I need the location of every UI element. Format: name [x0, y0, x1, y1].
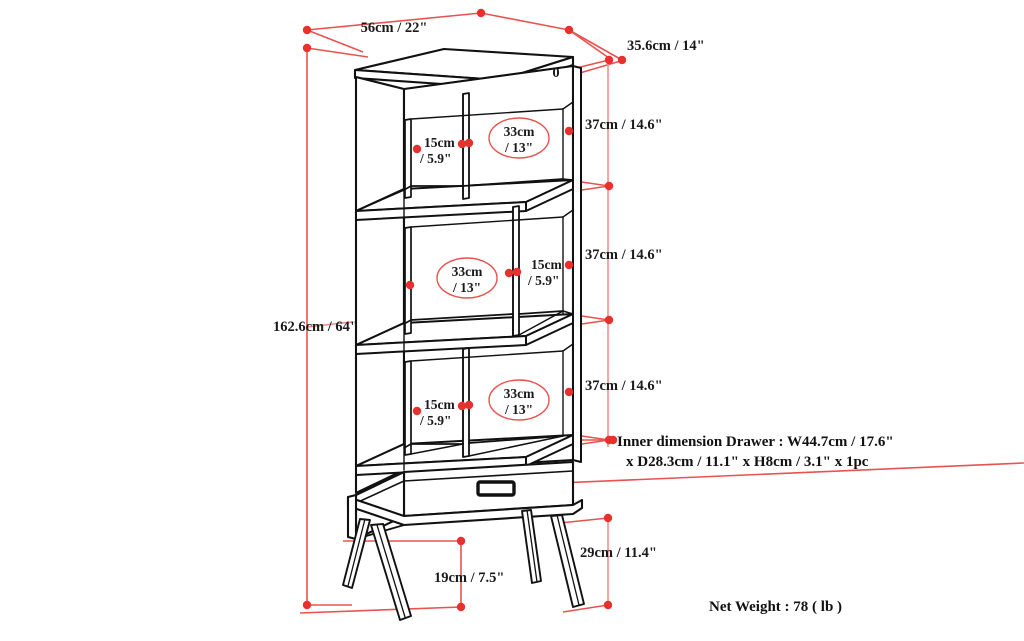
callout-ellipse-top-33	[488, 117, 550, 159]
dot-depth-apex	[564, 25, 574, 35]
dot-height-bottom	[302, 600, 312, 610]
legs	[342, 509, 585, 621]
label-top-narrow-l1: 15cm	[424, 135, 455, 150]
label-bot-narrow-l1: 15cm	[424, 397, 455, 412]
label-bot-narrow-l2: / 5.9"	[419, 413, 452, 428]
left-side-panel	[354, 75, 406, 495]
label-bot-wide-l2: / 13"	[504, 402, 533, 417]
dot-top-15-right	[457, 139, 467, 149]
cam-lock-marker: 0	[552, 65, 559, 81]
label-mid-narrow-l1: 15cm	[531, 257, 562, 272]
note-drawer-line1: Inner dimension Drawer : W44.7cm / 17.6"	[617, 434, 894, 450]
dot-mid-33-right	[504, 268, 514, 278]
cubby-section-middle	[355, 205, 574, 346]
width-leader-to-corner-left	[306, 29, 364, 53]
dot-bot-33-left	[464, 400, 474, 410]
callout-ellipse-middle-33	[436, 257, 498, 299]
label-shelf-height-middle: 37cm / 14.6"	[585, 247, 663, 263]
top-inner-edge	[403, 65, 574, 90]
dot-mid-15-left	[512, 267, 522, 277]
note-net-weight: Net Weight : 78 ( lb )	[709, 599, 842, 615]
dimension-labels: 56cm / 22" 35.6cm / 14" 162.6cm / 64" 37…	[273, 20, 705, 586]
dimension-dots-group	[302, 8, 627, 612]
base-height-top-tick	[559, 517, 609, 524]
label-bot-wide-l1: 33cm	[504, 386, 535, 401]
dot-width-left	[302, 25, 312, 35]
dot-shelf-1	[604, 181, 614, 191]
dot-shelf-0	[604, 55, 614, 65]
dot-bot-15-left	[412, 406, 422, 416]
dot-drawer-note	[608, 435, 618, 445]
notes-block: Inner dimension Drawer : W44.7cm / 17.6"…	[617, 434, 894, 615]
callout-ellipse-bottom-33	[488, 379, 550, 421]
label-mid-wide-l2: / 13"	[452, 280, 481, 295]
label-top-wide-l2: / 13"	[504, 140, 533, 155]
label-shelf-height-top: 37cm / 14.6"	[585, 117, 663, 133]
dot-depth-right	[617, 55, 627, 65]
dot-top-15-left	[412, 144, 422, 154]
total-height-mid-tick	[306, 321, 353, 328]
label-mid-wide-l1: 33cm	[452, 264, 483, 279]
drawer-handle[interactable]	[476, 480, 516, 497]
width-leader-to-corner-left2	[306, 47, 369, 58]
leg-clearance-bottom-tick	[299, 606, 462, 614]
bookcase-illustration: 0	[342, 47, 585, 621]
label-leg-clearance: 19cm / 7.5"	[434, 570, 504, 586]
dot-bot-15-right	[457, 401, 467, 411]
dot-top-33-right	[564, 126, 574, 136]
dot-width-apex	[476, 8, 486, 18]
label-top-narrow-l2: / 5.9"	[419, 151, 452, 166]
dot-mid-33-left	[405, 280, 415, 290]
note-drawer-line2: x D28.3cm / 11.1" x H8cm / 3.1" x 1pc	[626, 454, 869, 470]
dot-shelf-2	[604, 315, 614, 325]
label-total-height: 162.6cm / 64"	[273, 319, 358, 335]
label-mid-narrow-l2: / 5.9"	[527, 273, 560, 288]
leg-front-right	[550, 514, 585, 608]
base-apron	[346, 493, 584, 541]
dot-bot-33-right	[564, 387, 574, 397]
label-base-height: 29cm / 11.4"	[580, 545, 657, 561]
dot-leg-top	[456, 536, 466, 546]
width-dim-leader	[306, 12, 570, 31]
dot-height-top	[302, 43, 312, 53]
label-shelf-height-bottom: 37cm / 14.6"	[585, 378, 663, 394]
dot-base-top	[603, 513, 613, 523]
depth-dim-leader2	[568, 29, 623, 61]
dot-leg-bottom	[456, 602, 466, 612]
label-depth: 35.6cm / 14"	[627, 38, 705, 54]
label-width: 56cm / 22"	[361, 20, 428, 36]
cubby-section-bottom	[355, 343, 574, 467]
base-height-bottom-tick	[562, 604, 609, 613]
dot-mid-15-right	[564, 260, 574, 270]
dot-base-bottom	[603, 600, 613, 610]
dot-top-33-left	[464, 138, 474, 148]
label-top-wide-l1: 33cm	[504, 124, 535, 139]
right-side-edge	[572, 65, 582, 463]
